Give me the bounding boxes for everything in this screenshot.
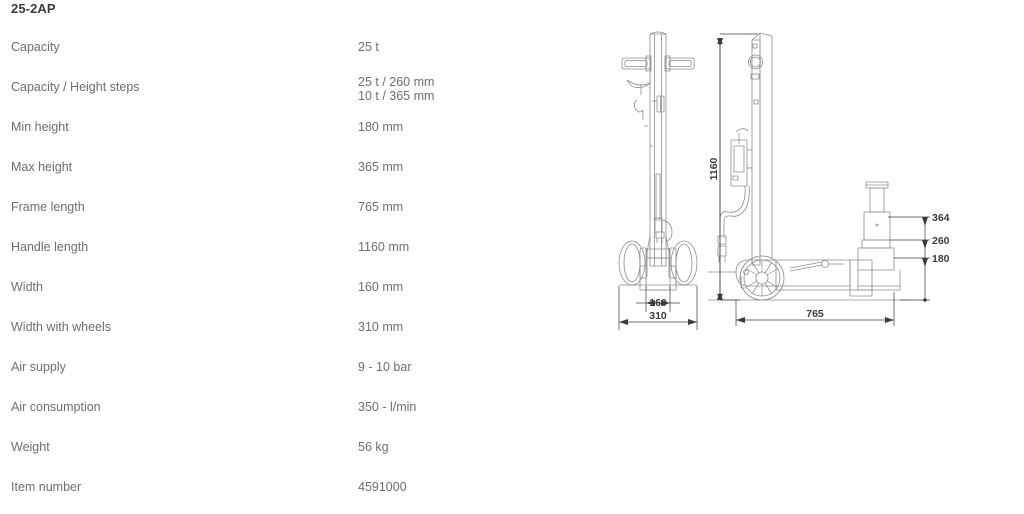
spec-label-width-with-wheels: Width with wheels xyxy=(11,320,112,334)
spec-label-capacity: Capacity xyxy=(11,40,60,54)
specification-table: Capacity 25 t Capacity / Height steps 25… xyxy=(0,34,600,514)
spec-value-width: 160 mm xyxy=(358,280,404,294)
spec-label-weight: Weight xyxy=(11,440,50,454)
table-row: Air supply 9 - 10 bar xyxy=(0,354,600,394)
table-row: Item number 4591000 xyxy=(0,474,600,514)
side-view xyxy=(708,32,910,301)
spec-label-item-number: Item number xyxy=(11,480,82,494)
dimension-label-max-height: 364 xyxy=(932,212,950,224)
table-row: Capacity 25 t xyxy=(0,34,600,74)
technical-drawing-panel: 1160 160 310 765 364 260 180 xyxy=(600,0,1024,507)
spec-value-capacity-height-steps: 25 t / 260 mm 10 t / 365 mm xyxy=(358,75,435,103)
dimension-label-width-with-wheels: 310 xyxy=(649,310,667,322)
dimension-frame-length xyxy=(735,292,895,326)
table-row: Min height 180 mm xyxy=(0,114,600,154)
spec-label-air-supply: Air supply xyxy=(11,360,66,374)
spec-value-weight: 56 kg xyxy=(358,440,389,454)
spec-label-frame-length: Frame length xyxy=(11,200,85,214)
spec-label-air-consumption: Air consumption xyxy=(11,400,101,414)
dimension-label-width: 160 xyxy=(649,297,667,309)
table-row: Width 160 mm xyxy=(0,274,600,314)
dimension-label-mid-height: 260 xyxy=(932,235,950,247)
spec-value-frame-length: 765 mm xyxy=(358,200,404,214)
spec-value-air-consumption: 350 - l/min xyxy=(358,400,417,414)
dimension-label-handle-length: 1160 xyxy=(708,157,720,180)
page-title: 25-2AP xyxy=(11,1,56,16)
table-row: Capacity / Height steps 25 t / 260 mm 10… xyxy=(0,74,600,114)
table-row: Frame length 765 mm xyxy=(0,194,600,234)
dimension-handle-length xyxy=(717,33,758,301)
table-row: Air consumption 350 - l/min xyxy=(0,394,600,434)
spec-value-item-number: 4591000 xyxy=(358,480,407,494)
dimension-label-frame-length: 765 xyxy=(806,308,824,320)
spec-value-capacity: 25 t xyxy=(358,40,379,54)
table-row: Handle length 1160 mm xyxy=(0,234,600,274)
spec-value-width-with-wheels: 310 mm xyxy=(358,320,404,334)
spec-label-capacity-height-steps: Capacity / Height steps xyxy=(11,80,140,94)
spec-label-min-height: Min height xyxy=(11,120,69,134)
spec-value-max-height: 365 mm xyxy=(358,160,404,174)
spec-label-width: Width xyxy=(11,280,43,294)
dimension-width-with-wheels xyxy=(619,319,697,325)
spec-label-handle-length: Handle length xyxy=(11,240,89,254)
table-row: Weight 56 kg xyxy=(0,434,600,474)
front-view xyxy=(618,31,698,330)
dimension-height-stack xyxy=(888,216,930,302)
technical-drawing: 1160 160 310 765 364 260 180 xyxy=(618,31,950,330)
dimension-width xyxy=(636,300,680,306)
table-row: Max height 365 mm xyxy=(0,154,600,194)
spec-value-handle-length: 1160 mm xyxy=(358,240,410,254)
spec-label-max-height: Max height xyxy=(11,160,73,174)
dimension-label-min-height: 180 xyxy=(932,253,950,265)
table-row: Width with wheels 310 mm xyxy=(0,314,600,354)
spec-value-min-height: 180 mm xyxy=(358,120,404,134)
specification-panel: 25-2AP Capacity 25 t Capacity / Height s… xyxy=(11,1,434,494)
spec-value-air-supply: 9 - 10 bar xyxy=(358,360,412,374)
